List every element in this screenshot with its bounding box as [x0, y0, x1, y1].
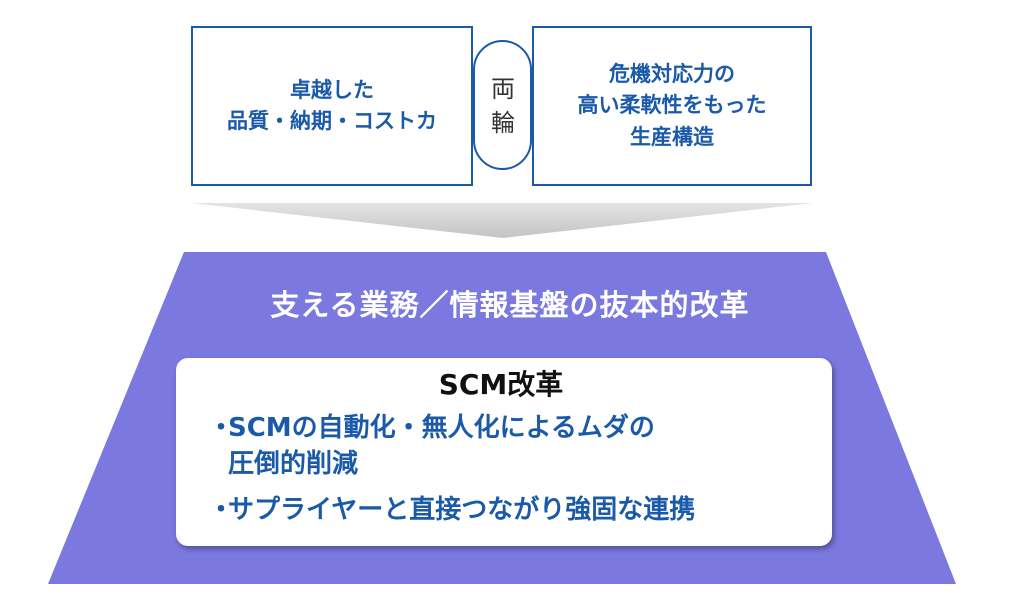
flexible-production-line-3: 生産構造 [630, 124, 714, 149]
bullet-automation-line-1: SCMの自動化・無人化によるムダの [228, 413, 655, 443]
foundation-title: 支える業務／情報基盤の抜本的改革 [270, 288, 750, 322]
flexible-production-line-1: 危機対応力の [609, 61, 735, 86]
scm-reform-bullets: ・ SCMの自動化・無人化によるムダの 圧倒的削減 ・ サプライヤーと直接つなが… [208, 410, 814, 528]
flexible-production-line-2: 高い柔軟性をもった [577, 93, 767, 118]
bullet-text: サプライヤーと直接つながり強固な連携 [228, 492, 814, 528]
connector-char-2: 輪 [491, 109, 515, 137]
bullet-dot: ・ [208, 413, 235, 443]
quality-cost-line-1: 卓越した [290, 77, 374, 102]
bullet-supplier-line-1: サプライヤーと直接つながり強固な連携 [228, 495, 696, 525]
bullet-dot: ・ [208, 495, 235, 525]
bullet-text: SCMの自動化・無人化によるムダの 圧倒的削減 [228, 410, 814, 482]
flexible-production-box: 危機対応力の 高い柔軟性をもった 生産構造 [532, 26, 812, 186]
connector-char-1: 両 [491, 75, 515, 103]
scm-reform-panel: SCM改革 ・ SCMの自動化・無人化によるムダの 圧倒的削減 ・ サプライヤー… [176, 358, 832, 546]
bullet-item-supplier: ・ サプライヤーと直接つながり強固な連携 [208, 492, 814, 528]
bullet-item-automation: ・ SCMの自動化・無人化によるムダの 圧倒的削減 [208, 410, 814, 482]
quality-cost-box: 卓越した 品質・納期・コストカ [191, 26, 473, 186]
down-arrow-triangle [191, 203, 813, 238]
connector-label: 両 輪 [486, 72, 520, 140]
bullet-automation-line-2: 圧倒的削減 [228, 449, 359, 479]
scm-reform-title: SCM改革 [438, 368, 564, 401]
quality-cost-line-2: 品質・納期・コストカ [227, 109, 437, 133]
